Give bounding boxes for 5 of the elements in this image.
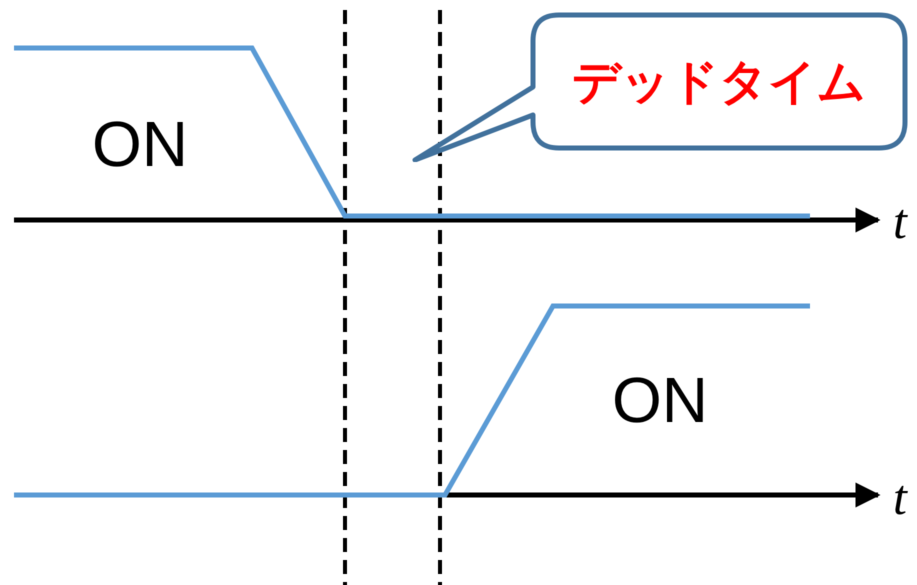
callout-text: デッドタイム <box>572 52 866 112</box>
state-label: ON <box>92 112 188 176</box>
state-label: ON <box>612 368 708 432</box>
axis-label: t <box>893 196 907 246</box>
axis-label: t <box>893 472 907 522</box>
